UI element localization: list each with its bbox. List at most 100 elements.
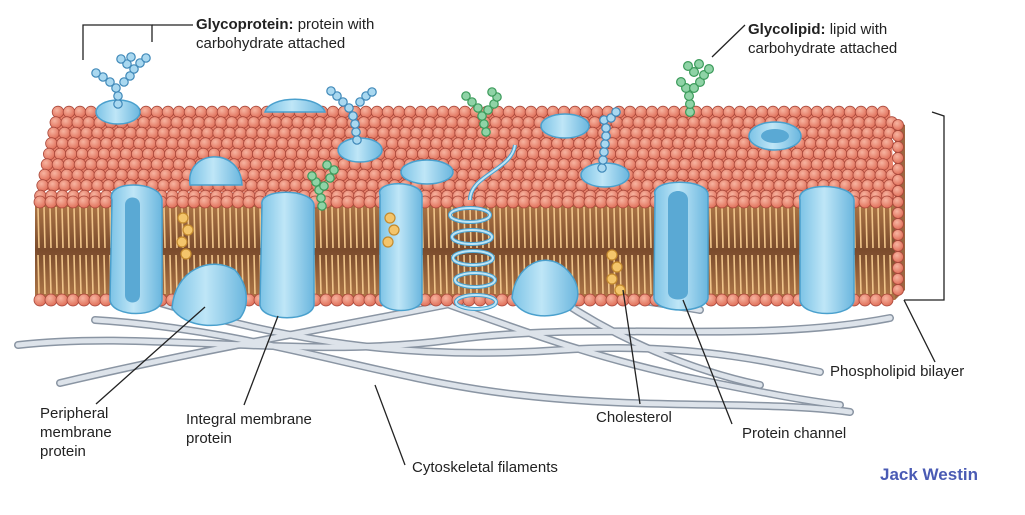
lipid-head — [832, 105, 846, 119]
lipid-head — [804, 137, 817, 150]
cholesterol — [176, 212, 626, 296]
lipid-head — [535, 158, 549, 171]
lipid-head — [155, 137, 168, 150]
lipid-tail — [337, 254, 340, 295]
peripheral-membrane-protein — [171, 259, 579, 327]
lipid-head — [122, 137, 135, 150]
lipid-head — [590, 105, 604, 119]
lipid-head — [428, 147, 441, 161]
lipid-head — [447, 105, 461, 119]
lipid-head — [324, 116, 338, 129]
lipid-head — [616, 293, 630, 307]
lipid-tail — [67, 206, 70, 249]
lipid-tail — [787, 206, 790, 249]
lipid-head — [75, 147, 89, 161]
lipid-head — [617, 137, 630, 150]
lipid-head — [876, 158, 890, 171]
lipid-tail — [745, 254, 748, 295]
lipid-tail — [793, 254, 796, 295]
lipid-tail — [631, 254, 634, 295]
lipid-head — [605, 293, 619, 307]
lipid-head — [715, 195, 729, 209]
lipid-head — [150, 105, 164, 119]
lipid-head — [119, 147, 133, 161]
lipid-head — [509, 179, 522, 192]
lipid-head — [737, 195, 751, 209]
lipid-head — [458, 158, 472, 171]
lipid-head — [892, 130, 904, 142]
lipid-head — [892, 185, 904, 197]
lipid-head — [176, 195, 190, 209]
lipid-tail — [241, 206, 244, 249]
lipid-head — [357, 116, 371, 129]
lipid-tail — [727, 254, 730, 295]
lipid-tail — [763, 206, 766, 249]
lipid-tail — [229, 206, 232, 249]
lipid-head — [231, 195, 245, 209]
lipid-head — [755, 158, 769, 171]
lipid-head — [892, 262, 904, 274]
lipid-head — [892, 207, 904, 219]
lipid-head — [429, 195, 443, 209]
lipid-tail — [37, 206, 40, 249]
lipid-tail — [871, 254, 874, 295]
lipid-head — [815, 137, 828, 150]
lipid-head — [619, 126, 632, 140]
lipid-head — [687, 116, 701, 129]
sugar-unit — [322, 160, 332, 170]
lipid-head — [73, 105, 87, 119]
lipid-head — [828, 126, 841, 140]
lipid-tail — [733, 254, 736, 295]
sugar-unit — [325, 173, 335, 183]
lipid-head — [440, 293, 454, 307]
lipid-head — [137, 168, 151, 182]
sugar-unit — [329, 165, 339, 175]
lipid-tail — [73, 206, 76, 249]
lipid-head — [641, 126, 654, 140]
lipid-head — [616, 195, 630, 209]
sugar-unit — [688, 82, 699, 93]
lipid-head — [700, 105, 714, 119]
lipid-head — [634, 105, 648, 119]
lipid-head — [854, 158, 868, 171]
lipid-head — [733, 158, 747, 171]
lipid-head — [517, 195, 531, 209]
lipid-head — [150, 158, 164, 171]
lipid-head — [214, 116, 228, 129]
lipid-head — [846, 147, 859, 161]
lipid-tail — [79, 206, 82, 249]
lipid-tail — [559, 206, 562, 249]
lipid-head — [330, 293, 344, 307]
lipid-head — [777, 158, 791, 171]
peripheral-line-1: Peripheral — [40, 405, 109, 422]
integral-line-1: Integral membrane — [186, 411, 312, 428]
lipid-head — [333, 179, 346, 192]
lipid-head — [341, 293, 355, 307]
lipid-tail — [769, 254, 772, 295]
lipid-head — [766, 158, 780, 171]
lipid-tail — [715, 254, 718, 295]
lipid-head — [78, 137, 91, 150]
lipid-head — [370, 105, 384, 119]
lipid-head — [826, 137, 839, 150]
lipid-head — [381, 158, 395, 171]
lipid-tail — [331, 206, 334, 249]
lipid-head — [450, 147, 463, 161]
lipid-head — [436, 105, 450, 119]
lipid-head — [161, 105, 175, 119]
lipid-head — [60, 116, 74, 129]
lipid-head — [863, 116, 877, 129]
lipid-head — [157, 179, 170, 192]
lipid-head — [146, 126, 159, 140]
lipid-head — [770, 195, 784, 209]
lipid-head — [51, 158, 65, 171]
lipid-head — [33, 293, 47, 307]
lipid-head — [128, 158, 142, 171]
lipid-head — [368, 116, 382, 129]
lipid-tail — [763, 254, 766, 295]
lipid-tail — [889, 206, 892, 249]
lipid-head — [753, 168, 767, 182]
lipid-head — [511, 116, 525, 129]
lipid-head — [179, 126, 192, 140]
lipid-head — [788, 158, 802, 171]
